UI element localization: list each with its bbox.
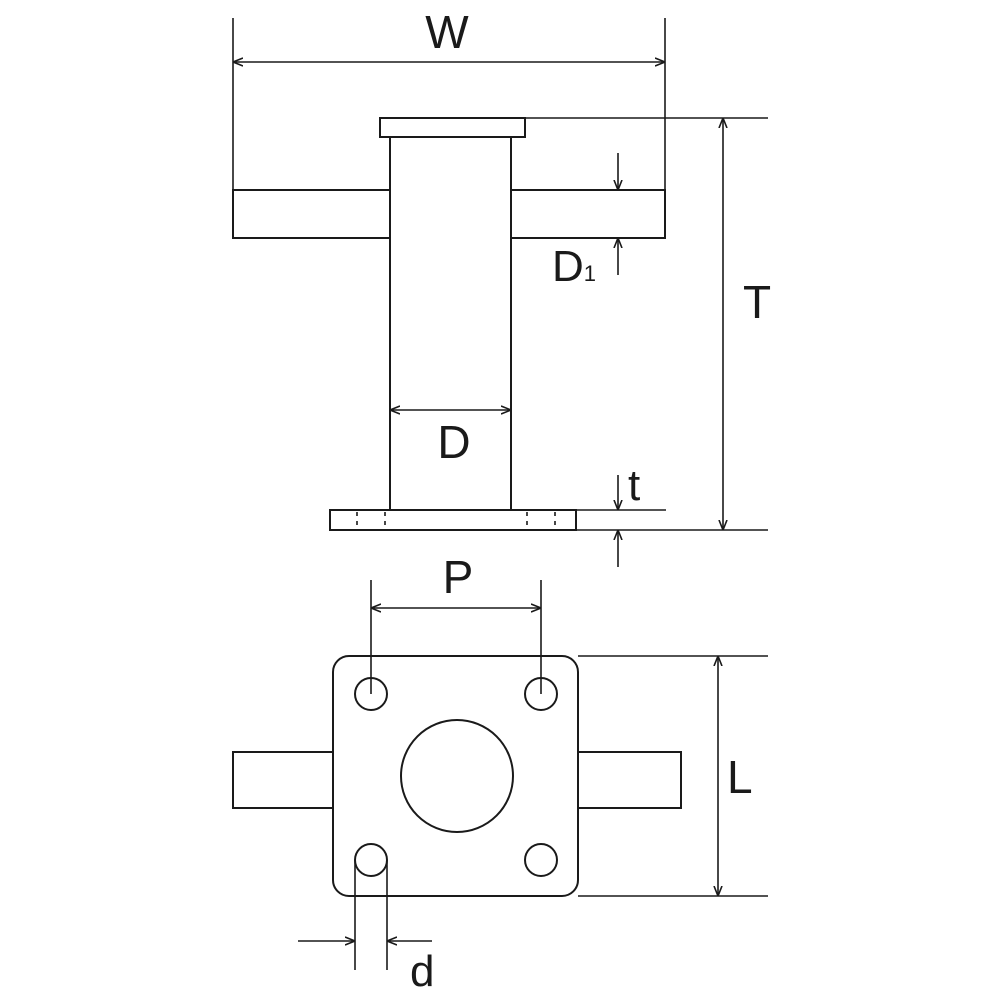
thickness-label: t [628, 461, 640, 510]
hole-diameter-label: d [410, 947, 434, 996]
center-bore [400, 719, 514, 833]
right-arm-plan [564, 751, 682, 809]
length-label: L [727, 751, 753, 803]
collar-subscript: 1 [584, 261, 596, 286]
pitch-label: P [443, 551, 474, 603]
collar-diameter-label: D1 [552, 242, 596, 291]
bolt-hole [524, 843, 558, 877]
base-plate-plan [332, 655, 579, 897]
inner-diameter-label: D [437, 416, 470, 468]
side-view: W T D1 D t [232, 6, 771, 567]
left-arm-plan [232, 751, 344, 809]
left-arm [232, 189, 391, 239]
width-label: W [425, 6, 469, 58]
plan-view: P L d [232, 551, 768, 996]
base-plate [329, 509, 577, 531]
height-label: T [743, 276, 771, 328]
right-arm [510, 189, 666, 239]
